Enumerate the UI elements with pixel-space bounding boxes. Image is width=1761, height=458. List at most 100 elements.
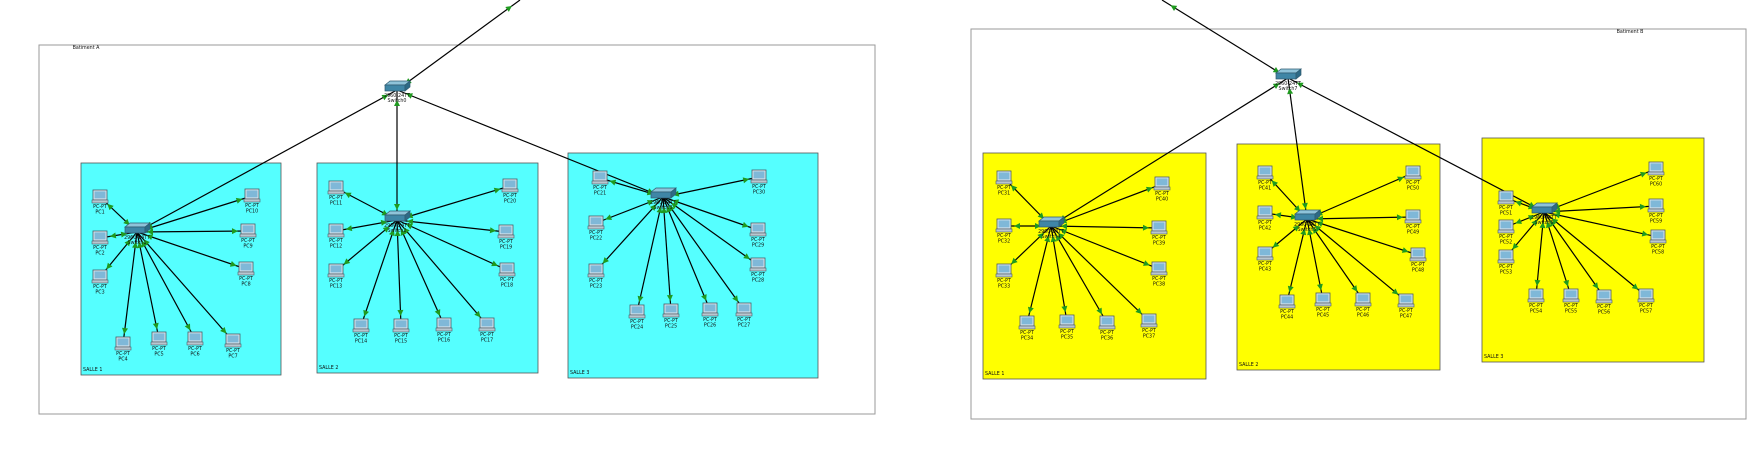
network-link[interactable] (1543, 211, 1647, 297)
network-link[interactable] (396, 219, 508, 271)
network-link[interactable] (662, 196, 711, 311)
network-link[interactable] (136, 231, 196, 340)
room-area[interactable]: SALLE 3 (1481, 137, 1705, 363)
network-link[interactable] (1287, 77, 1545, 213)
network-link[interactable] (1026, 225, 1052, 324)
network-link[interactable] (1161, 0, 1289, 79)
network-link[interactable] (662, 196, 759, 266)
network-link[interactable] (662, 196, 672, 312)
network-link[interactable] (1050, 225, 1068, 323)
network-link[interactable] (1306, 172, 1414, 220)
network-link[interactable] (1050, 225, 1160, 270)
network-link[interactable] (662, 176, 760, 198)
network-link[interactable] (1050, 225, 1150, 322)
network-link[interactable] (136, 230, 249, 233)
network-link[interactable] (1050, 225, 1108, 324)
network-link[interactable] (396, 219, 402, 327)
network-link[interactable] (1306, 216, 1414, 220)
network-link[interactable] (662, 196, 745, 311)
network-link[interactable] (1050, 225, 1160, 229)
network-link[interactable] (662, 196, 759, 231)
network-link[interactable] (396, 89, 664, 198)
network-link[interactable] (396, 219, 488, 326)
network-link[interactable] (99, 231, 138, 278)
network-link[interactable] (136, 231, 234, 342)
network-link[interactable] (1543, 211, 1605, 298)
network-link[interactable] (136, 89, 398, 233)
network-link[interactable] (396, 185, 511, 221)
network-link[interactable] (595, 196, 664, 272)
network-link[interactable] (122, 231, 138, 345)
network-link[interactable] (136, 231, 160, 340)
network-link[interactable] (136, 195, 253, 233)
network-link[interactable] (1543, 168, 1657, 213)
network-link[interactable] (1050, 77, 1289, 227)
room-area[interactable]: SALLE 1 (982, 152, 1207, 380)
network-link[interactable] (1306, 218, 1419, 256)
network-link[interactable] (360, 219, 398, 327)
network-link[interactable] (1287, 77, 1308, 220)
network-link[interactable] (1543, 205, 1657, 213)
network-link[interactable] (1543, 211, 1659, 238)
network-link[interactable] (1306, 218, 1407, 302)
network-link[interactable] (1306, 218, 1364, 301)
